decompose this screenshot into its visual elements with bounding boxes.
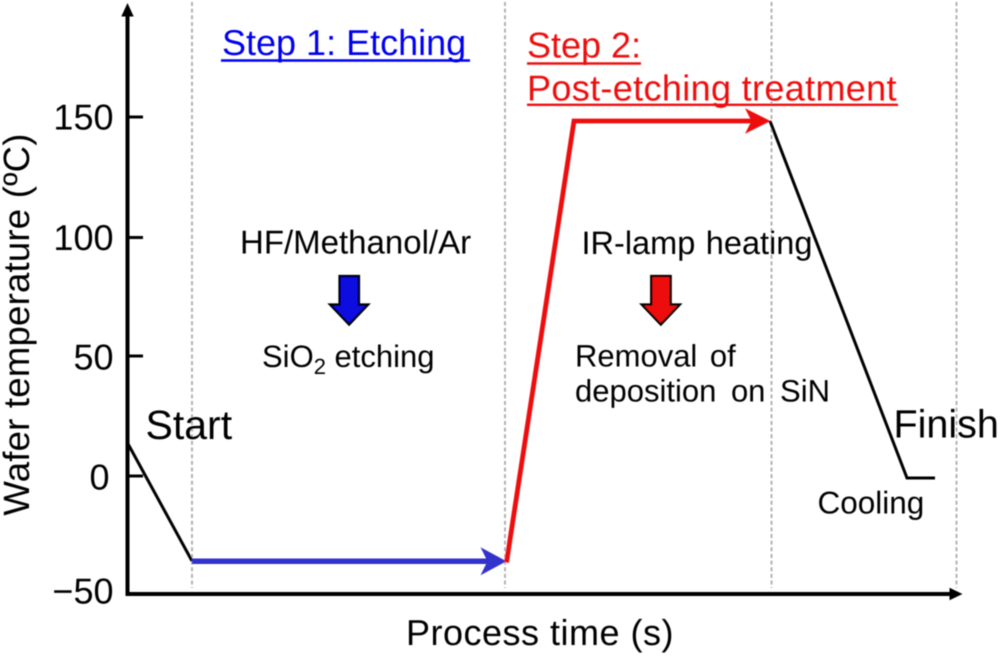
svg-text:Wafer temperature (ºC): Wafer temperature (ºC) bbox=[0, 133, 37, 515]
svg-text:deposition on SiN: deposition on SiN bbox=[575, 374, 830, 409]
svg-text:100: 100 bbox=[53, 217, 113, 258]
svg-text:Process time (s): Process time (s) bbox=[406, 612, 674, 653]
svg-text:SiO2 etching: SiO2 etching bbox=[262, 339, 435, 379]
svg-text:Post-etching treatment: Post-etching treatment bbox=[527, 68, 897, 109]
svg-text:Cooling: Cooling bbox=[818, 485, 925, 521]
svg-text:150: 150 bbox=[53, 97, 113, 138]
svg-text:Step 1: Etching: Step 1: Etching bbox=[222, 22, 466, 63]
svg-text:50: 50 bbox=[73, 337, 113, 378]
svg-text:IR-lamp heating: IR-lamp heating bbox=[582, 225, 813, 261]
svg-text:Start: Start bbox=[146, 402, 233, 448]
svg-text:Step 2:: Step 2: bbox=[527, 25, 641, 66]
svg-text:Finish: Finish bbox=[894, 403, 999, 447]
svg-text:HF/Methanol/Ar: HF/Methanol/Ar bbox=[240, 224, 471, 261]
svg-text:Removal of: Removal of bbox=[575, 339, 736, 374]
svg-text:−50: −50 bbox=[52, 571, 113, 612]
svg-text:0: 0 bbox=[89, 457, 109, 498]
